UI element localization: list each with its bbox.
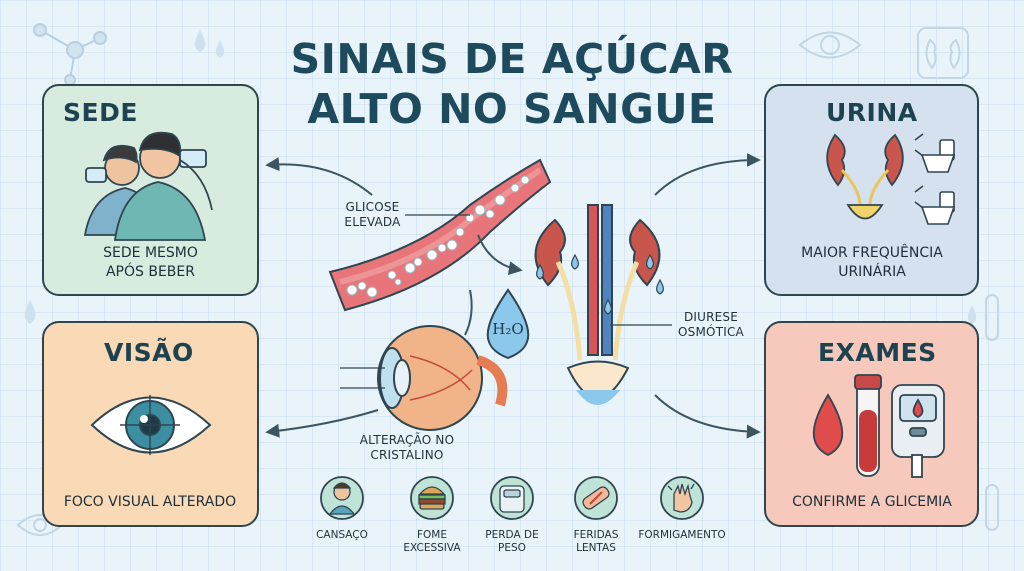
tired-person-icon [328,482,356,515]
bandage-icon [582,486,610,510]
cristalino-label-line1: ALTERAÇÃO NO [359,433,455,447]
symptom-label-line1: FERIDAS [573,529,619,541]
symptom-label-line1: FOME [417,529,447,541]
glicose-label-line1: GLICOSE [345,200,400,214]
diurese-label: DIURESE OSMÓTICA [672,310,750,340]
test-tube-decor-icon [985,294,999,531]
kidney-decor-icon [917,27,969,79]
burger-icon [418,486,446,510]
page-title-line2: ALTO NO SANGUE [307,85,717,133]
symptom-label-line1: FORMIGAMENTO [638,529,726,541]
cristalino-label-line2: CRISTALINO [370,448,444,462]
symptom-label-line2: PESO [498,542,526,554]
water-symbol: H₂O [492,320,524,338]
panel-urina-caption-line1: MAIOR FREQUÊNCIA [801,245,943,261]
symptom-label-fome: FOME EXCESSIVA [387,529,477,555]
glucometer-icon [891,384,945,478]
glicose-label-line2: ELEVADA [344,215,401,229]
panel-sede-caption-line2: APÓS BEBER [105,264,195,280]
symptom-label-line2: EXCESSIVA [403,542,461,554]
panel-urina-title: URINA [826,98,918,127]
cristalino-label: ALTERAÇÃO NO CRISTALINO [352,433,462,463]
symptom-label-formigamento: FORMIGAMENTO [637,529,727,542]
panel-sede-caption: SEDE MESMO APÓS BEBER [63,244,238,282]
urinary-system-icon [534,204,661,405]
symptom-label-peso: PERDA DE PESO [467,529,557,555]
symptom-label-line2: LENTAS [576,542,616,554]
toilet-icon [914,133,956,225]
glicose-label: GLICOSE ELEVADA [335,200,410,230]
panel-urina-caption-line2: URINÁRIA [838,264,906,280]
panel-visao-title: VISÃO [104,338,194,367]
label-leader-lines [405,214,672,326]
symptom-label-line1: CANSAÇO [316,529,368,541]
target-eye-icon [90,395,212,455]
diurese-label-line1: DIURESE [683,310,739,324]
panel-urina-caption: MAIOR FREQUÊNCIA URINÁRIA [778,244,966,282]
blood-drop-icon [812,393,844,457]
kidneys-bladder-icon [826,133,904,220]
symptom-label-feridas: FERIDAS LENTAS [551,529,641,555]
connector-arrows [265,153,761,439]
symptom-label-line1: PERDA DE [485,529,539,541]
panel-sede-title: SEDE [63,98,138,127]
water-drop-icon [486,288,530,360]
eye-cross-section-icon [340,325,508,431]
scale-icon [499,485,525,513]
panel-urina-box [764,84,979,296]
panel-visao-caption: FOCO VISUAL ALTERADO [63,494,237,510]
page-title: SINAIS DE AÇÚCAR ALTO NO SANGUE [230,34,794,134]
diurese-label-line2: OSMÓTICA [678,325,744,339]
glucose-particles-icon [346,175,530,298]
panel-sede-caption-line1: SEDE MESMO [103,245,198,261]
page-title-line1: SINAIS DE AÇÚCAR [290,35,734,83]
panel-exames-caption: CONFIRME A GLICEMIA [792,494,952,510]
symptom-label-cansaco: CANSAÇO [297,529,387,542]
people-drinking-icon [83,131,213,241]
blood-test-tube-icon [854,374,882,477]
kidney-water-drops-icon [536,253,664,315]
tingling-hand-icon [667,483,695,513]
molecule-icon [33,23,107,86]
panel-exames-title: EXAMES [818,338,937,367]
water-drop-decor-icon [24,30,977,324]
